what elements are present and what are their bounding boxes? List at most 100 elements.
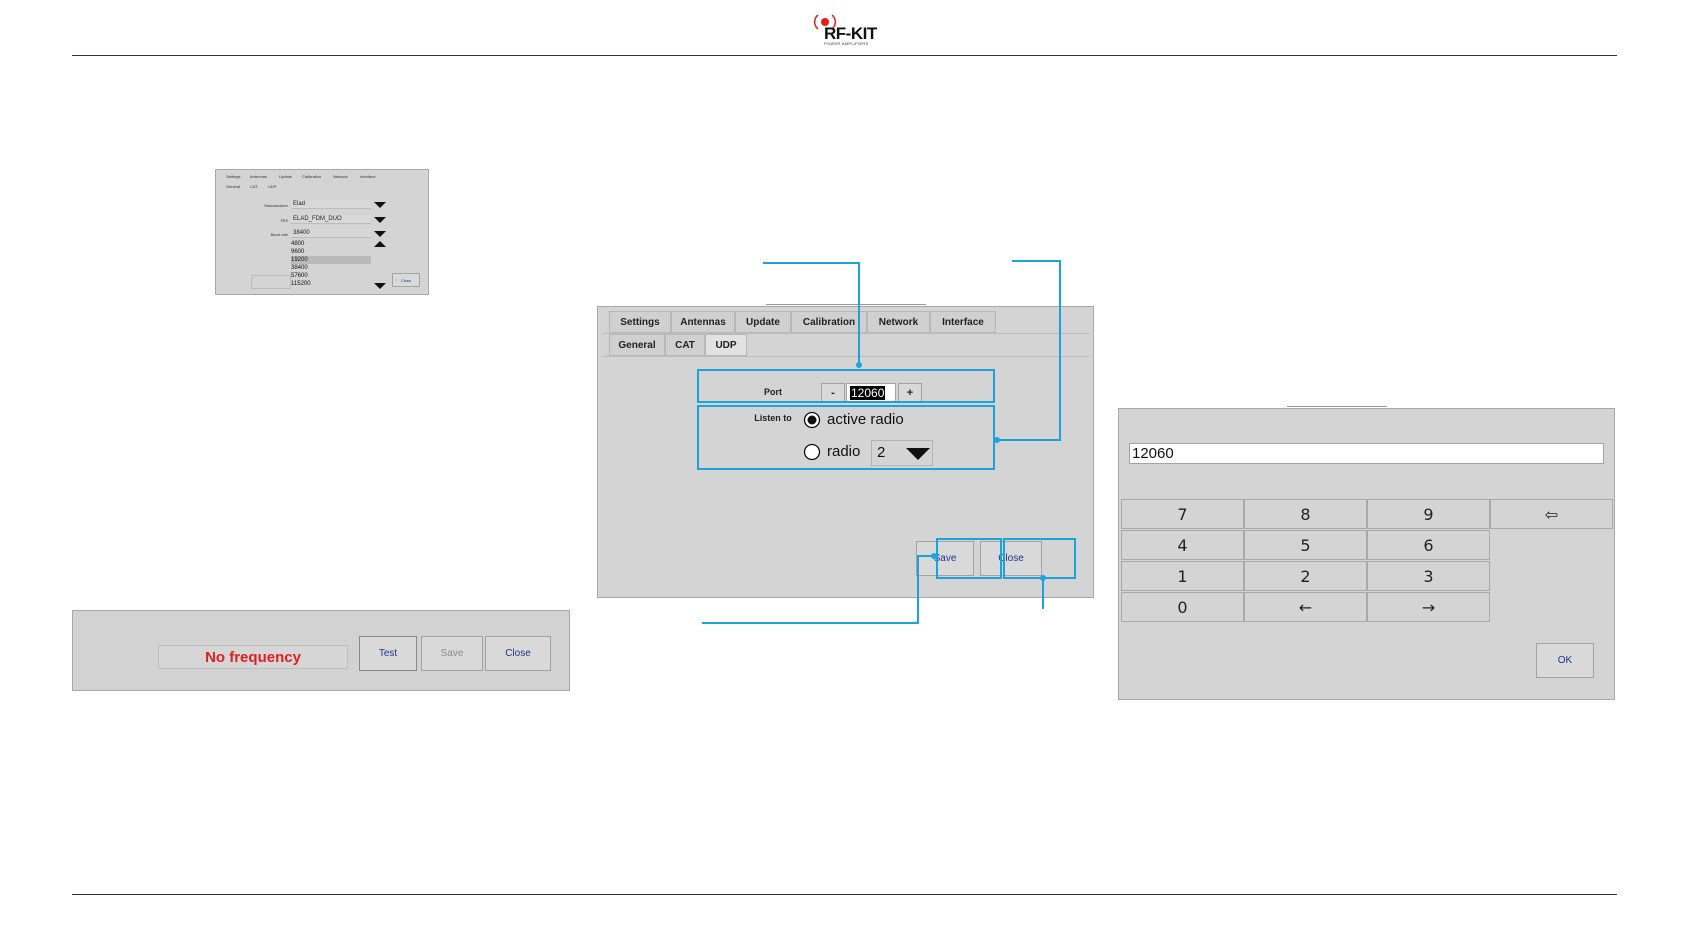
subtab-cat[interactable]: CAT [665, 334, 705, 356]
mini-tab-antennas[interactable]: Antennas [250, 174, 267, 179]
mini-subtab-cat[interactable]: CAT [250, 184, 258, 189]
key-3[interactable]: 3 [1367, 561, 1490, 591]
cat-settings-thumbnail: Settings Antennas Update Calibration Net… [215, 169, 429, 295]
mini-dropdown-icon[interactable] [374, 202, 386, 208]
key-4[interactable]: 4 [1121, 530, 1244, 560]
key-0[interactable]: 0 [1121, 592, 1244, 622]
port-callout-line [858, 262, 860, 365]
port-value: 12060 [850, 386, 886, 400]
active-radio-option[interactable]: active radio [803, 411, 983, 431]
tab-update[interactable]: Update [735, 311, 791, 333]
listen-callout-line [1012, 260, 1061, 262]
mini-tab-update[interactable]: Update [279, 174, 292, 179]
mini-empty-field [251, 275, 291, 289]
header-rule [72, 55, 1617, 56]
mini-tab-settings[interactable]: Settings [226, 174, 241, 179]
port-callout-line [763, 262, 860, 264]
port-label: Port [764, 387, 782, 397]
save-callout-line [702, 622, 919, 624]
radio-label: radio [827, 443, 861, 460]
save-highlight-box [936, 538, 1002, 579]
dialog-top-edge [766, 304, 926, 308]
close-button[interactable]: Close [485, 636, 551, 671]
cursor-left-key[interactable]: ← [1244, 592, 1367, 622]
list-item[interactable]: 38400 [291, 265, 308, 271]
key-2[interactable]: 2 [1244, 561, 1367, 591]
save-callout-dot [931, 553, 937, 559]
key-5[interactable]: 5 [1244, 530, 1367, 560]
scroll-up-icon[interactable] [374, 241, 386, 247]
key-8[interactable]: 8 [1244, 499, 1367, 529]
radio-number-option[interactable]: radio [803, 443, 873, 463]
mini-dropdown-icon[interactable] [374, 217, 386, 223]
list-item[interactable]: 4800 [291, 241, 305, 247]
radio-number-dropdown[interactable]: 2 [871, 440, 933, 466]
test-bar-panel: No frequency Test Save Close [72, 610, 570, 691]
mini-tab-interface[interactable]: Interface [360, 174, 376, 179]
tab-interface[interactable]: Interface [930, 311, 996, 333]
mini-dropdown-icon[interactable] [374, 231, 386, 237]
list-item[interactable]: 9600 [291, 249, 305, 255]
listen-callout-line [997, 439, 1061, 441]
radio-unselected-icon[interactable] [803, 443, 821, 461]
subtab-general[interactable]: General [609, 334, 665, 356]
cursor-right-key[interactable]: → [1367, 592, 1490, 622]
radio-number-value: 2 [877, 444, 886, 461]
mini-label-manufacturer: Manufacturer [264, 203, 288, 208]
frequency-status: No frequency [158, 645, 348, 669]
listen-to-label: Listen to [754, 413, 792, 423]
udp-close-button[interactable]: Close [980, 541, 1042, 576]
mini-label-baud: Baud rate [270, 232, 288, 237]
key-9[interactable]: 9 [1367, 499, 1490, 529]
backspace-key[interactable]: ⇦ [1490, 499, 1613, 529]
ok-button[interactable]: OK [1536, 643, 1594, 678]
subtab-udp[interactable]: UDP [705, 334, 747, 356]
mini-baud-list[interactable]: 4800 9600 19200 38400 57600 115200 [291, 240, 386, 290]
rf-kit-logo: RF-KIT POWER AMPLIFIERS [810, 10, 880, 48]
mini-field-manufacturer[interactable]: Elad [291, 200, 371, 209]
listen-callout-line [1059, 260, 1061, 441]
tab-calibration[interactable]: Calibration [791, 311, 867, 333]
mini-tab-calibration[interactable]: Calibration [302, 174, 322, 179]
tab-antennas[interactable]: Antennas [671, 311, 735, 333]
save-button[interactable]: Save [421, 636, 483, 671]
list-item-selected[interactable]: 19200 [291, 256, 371, 264]
key-1[interactable]: 1 [1121, 561, 1244, 591]
save-callout-line [917, 555, 936, 557]
save-callout-line [917, 555, 919, 624]
port-highlight-box [697, 369, 995, 403]
radio-selected-icon[interactable] [803, 411, 821, 429]
test-button[interactable]: Test [359, 636, 417, 671]
mini-close-button[interactable]: Close [392, 273, 420, 287]
listen-callout-dot [994, 437, 1000, 443]
numeric-keypad-dialog: 12060 7 8 9 ⇦ 4 5 6 1 2 3 0 ← → OK [1118, 406, 1615, 700]
logo-tagline: POWER AMPLIFIERS [824, 41, 869, 46]
mini-subtab-general[interactable]: General [226, 184, 241, 189]
mini-label-trx: TRX [280, 218, 288, 223]
chevron-down-icon[interactable] [906, 448, 930, 460]
list-item[interactable]: 57600 [291, 273, 308, 279]
mini-field-baud[interactable]: 38400 [291, 229, 371, 238]
dialog-top-edge [1287, 406, 1387, 410]
keypad-display[interactable]: 12060 [1129, 443, 1604, 464]
close-callout-line [1042, 579, 1044, 609]
logo-brand: RF-KIT [824, 24, 877, 43]
udp-save-button[interactable]: Save [916, 541, 974, 576]
port-increment-button[interactable]: + [898, 383, 922, 403]
tab-settings[interactable]: Settings [609, 311, 671, 333]
list-item[interactable]: 115200 [291, 281, 311, 287]
close-highlight-box [1003, 538, 1076, 579]
mini-field-trx[interactable]: ELAD_FDM_DUO [291, 215, 371, 224]
mini-tab-network[interactable]: Network [333, 174, 348, 179]
scroll-down-icon[interactable] [374, 283, 386, 289]
key-6[interactable]: 6 [1367, 530, 1490, 560]
tab-network[interactable]: Network [867, 311, 930, 333]
key-7[interactable]: 7 [1121, 499, 1244, 529]
footer-rule [72, 894, 1617, 895]
subtab-divider [602, 356, 1089, 357]
tab-divider [602, 333, 1089, 334]
mini-subtab-udp[interactable]: UDP [268, 184, 277, 189]
port-callout-dot [856, 362, 862, 368]
listen-highlight-box [697, 405, 995, 470]
radio-wave-icon [813, 14, 837, 30]
